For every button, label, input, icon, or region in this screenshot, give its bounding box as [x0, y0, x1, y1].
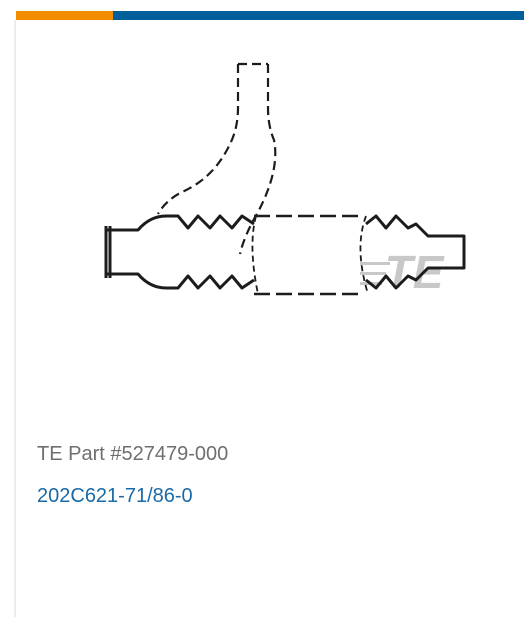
card-left-border: [14, 20, 16, 617]
elbow-outline: [157, 62, 277, 255]
right-boot: [365, 214, 466, 290]
product-card: TE: [16, 20, 524, 617]
part-code-link[interactable]: 202C621-71/86-0: [37, 485, 193, 507]
te-logo-watermark: TE: [360, 246, 445, 298]
te-logo-watermark-text: TE: [385, 246, 445, 298]
tube-inner-curves: [251, 215, 369, 295]
left-boot: [104, 214, 255, 290]
part-number-label: TE Part #527479-000: [37, 443, 229, 465]
brand-accent-bar: [16, 11, 524, 20]
accent-bar-orange: [16, 11, 113, 20]
accent-bar-blue: [113, 11, 524, 20]
tube-outline: [254, 214, 364, 296]
product-image[interactable]: TE: [98, 40, 478, 310]
